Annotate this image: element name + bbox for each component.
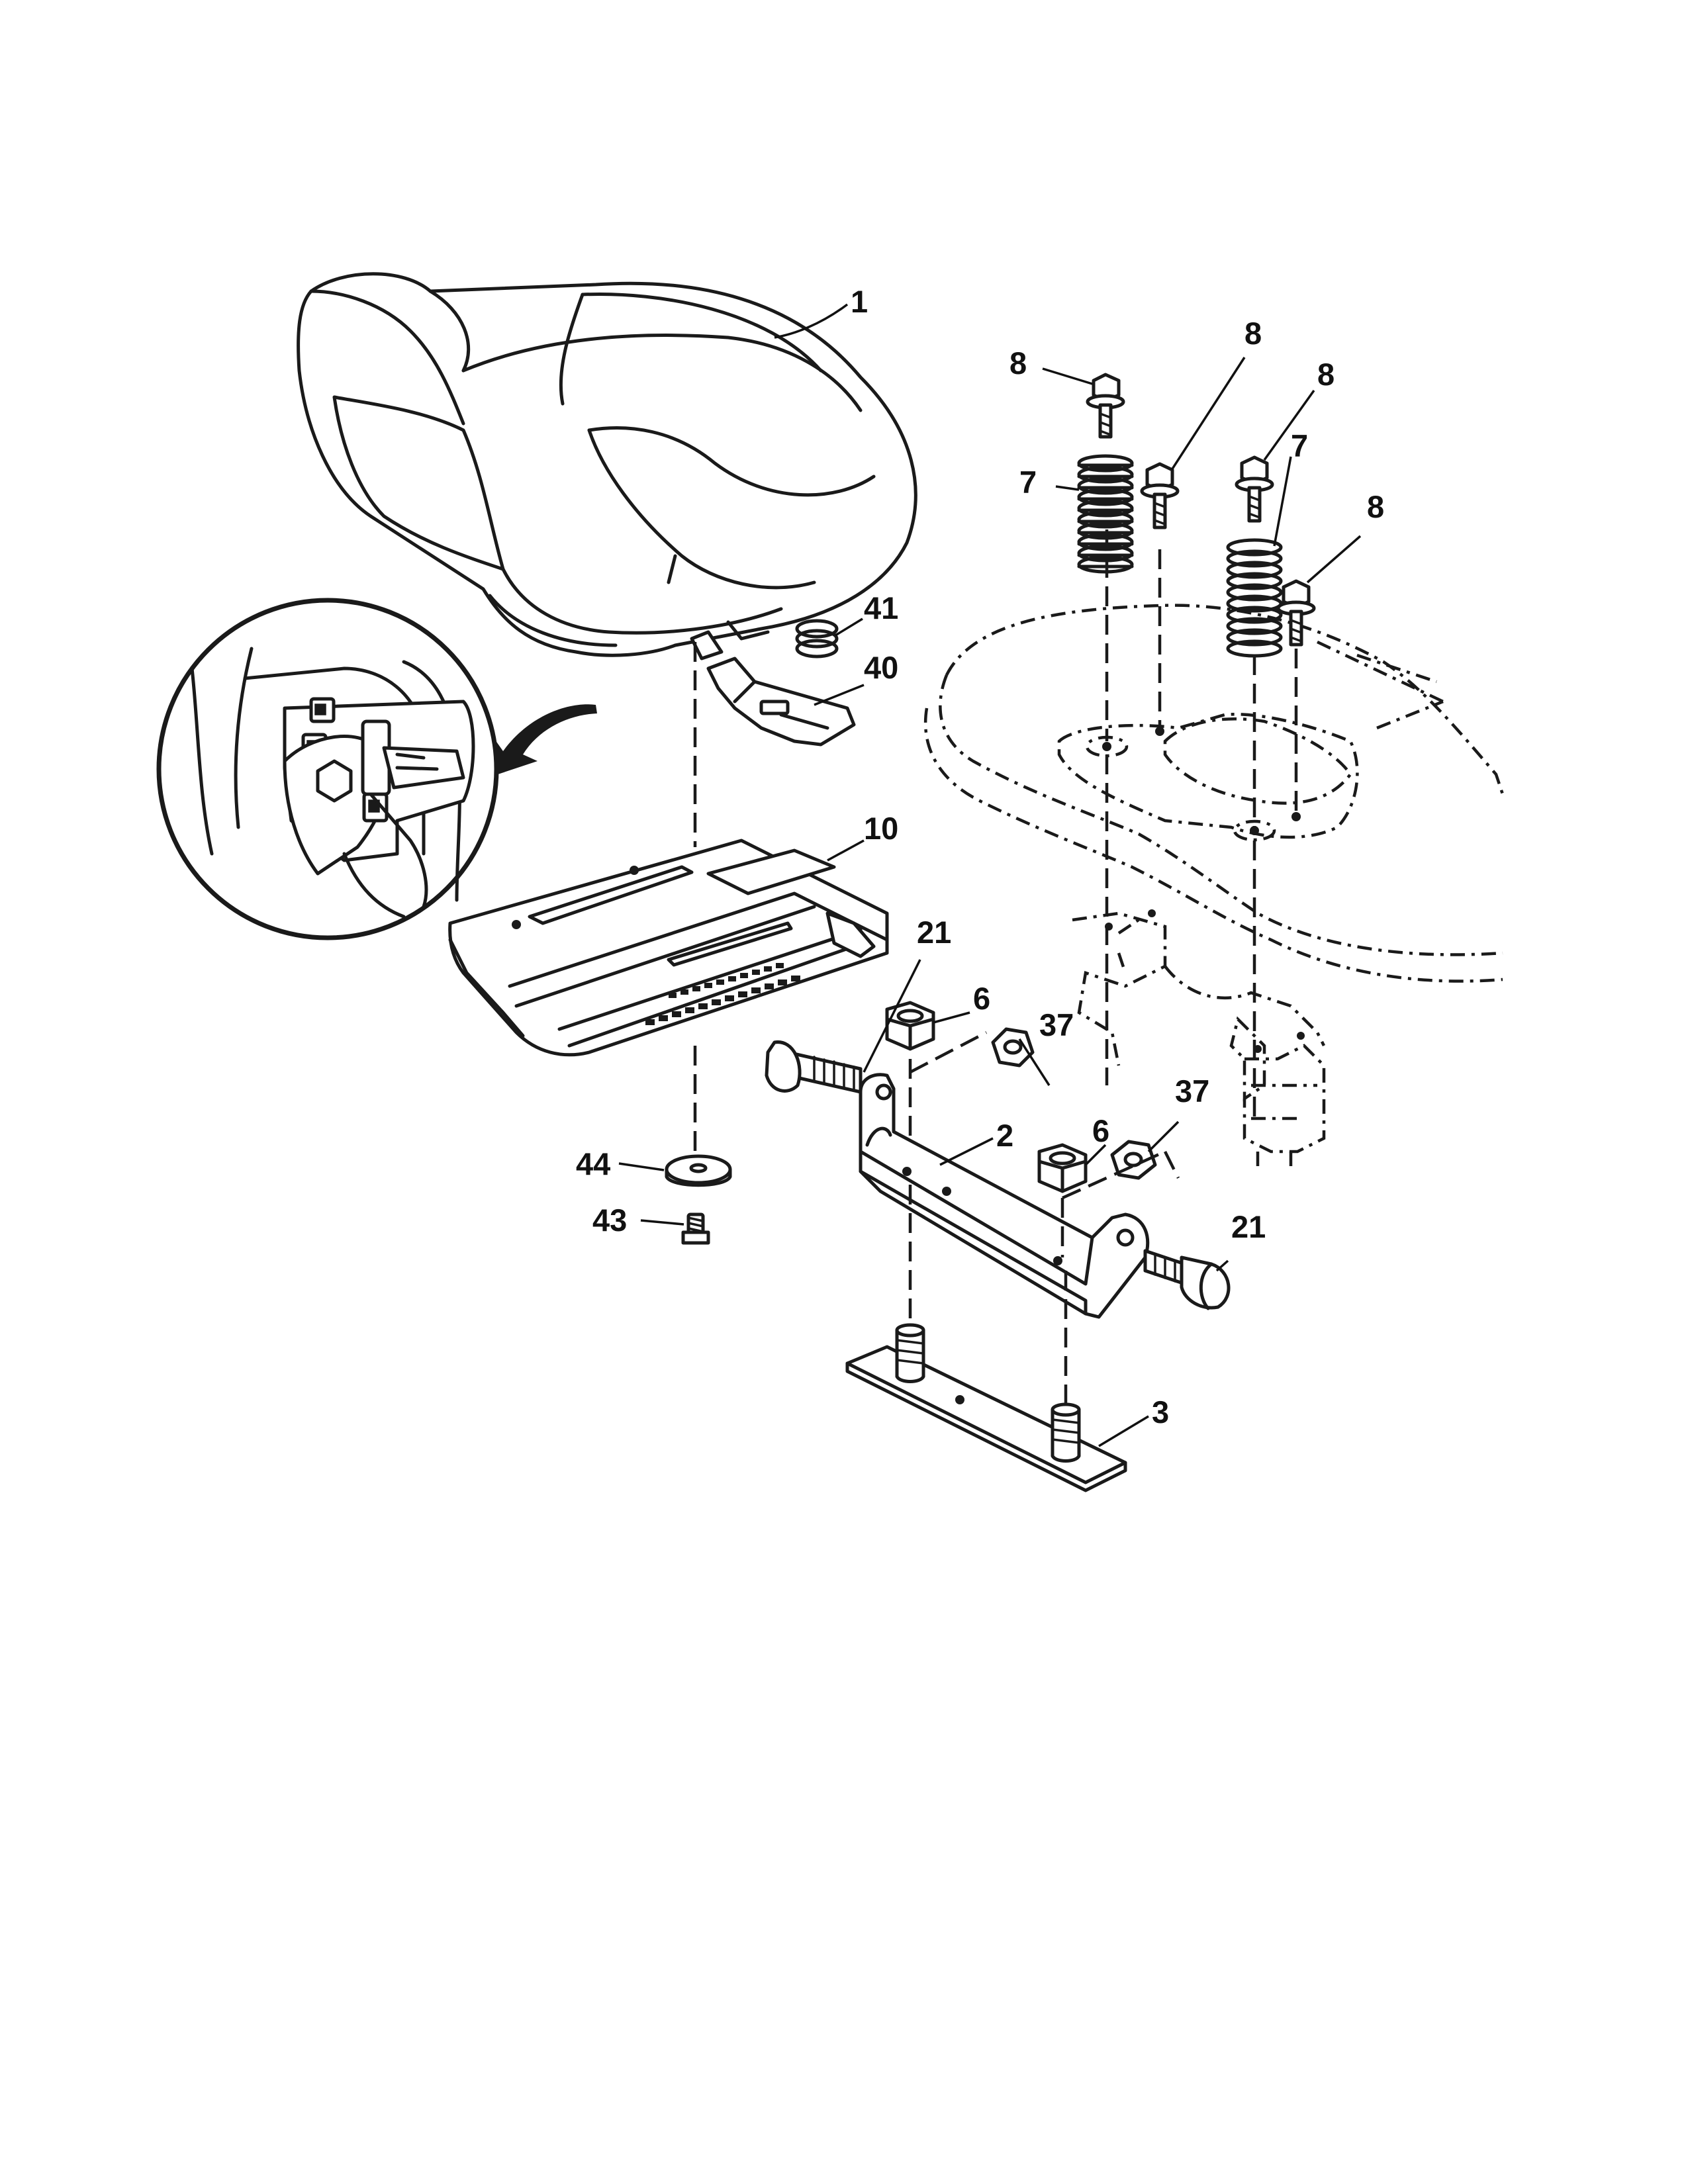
- locknut-a-part: [885, 1001, 935, 1051]
- bolt-d-part: [1276, 579, 1316, 647]
- callout-locknut-a: 6: [973, 981, 990, 1016]
- stud-plate-part: [845, 1323, 1127, 1492]
- callout-nut-a: 37: [1039, 1007, 1074, 1042]
- callout-labels: 1 2 3 6 6 7 7 8 8 8 8 10 21 21 37 37 40 …: [576, 284, 1384, 1430]
- locknut-b-part: [1037, 1143, 1088, 1193]
- callout-seat: 1: [851, 284, 868, 319]
- callout-leader-lines: [618, 303, 1362, 1447]
- washer-part: [665, 1154, 732, 1187]
- nut-b-part: [1110, 1140, 1157, 1180]
- callout-stud-plate: 3: [1152, 1394, 1169, 1430]
- bolt-b-part: [1140, 462, 1180, 529]
- callout-bolt-c: 8: [1317, 357, 1335, 392]
- pan-bracket-part: [859, 1073, 1150, 1319]
- shoulder-bolt-left-part: [765, 1040, 863, 1094]
- spring-left-part: [1077, 454, 1134, 574]
- seat-switch-detail-view: [156, 598, 597, 940]
- small-spring-part: [795, 619, 839, 659]
- callout-screw: 43: [592, 1203, 627, 1238]
- callout-pan-bracket: 2: [996, 1118, 1013, 1153]
- callout-spring-right: 7: [1291, 428, 1308, 463]
- tractor-chassis-outline: [923, 604, 1505, 1171]
- nut-a-part: [991, 1027, 1035, 1068]
- seat-part: [297, 272, 917, 660]
- callout-small-spring: 41: [864, 590, 898, 625]
- seat-pan-part: [448, 839, 889, 1057]
- callout-locknut-b: 6: [1092, 1113, 1109, 1148]
- screw-part: [681, 1212, 710, 1245]
- callout-seat-switch-clip: 40: [864, 650, 898, 685]
- bolt-a-part: [1086, 373, 1125, 439]
- callout-bolt-b: 8: [1244, 316, 1262, 351]
- spring-right-part: [1226, 538, 1283, 658]
- callout-spring-left: 7: [1019, 465, 1037, 500]
- callout-shoulder-bolt-a: 21: [917, 915, 951, 950]
- callout-shoulder-bolt-b: 21: [1231, 1209, 1266, 1244]
- callout-washer: 44: [576, 1146, 610, 1181]
- callout-nut-b: 37: [1175, 1073, 1209, 1109]
- bolt-c-part: [1235, 455, 1274, 523]
- seat-pan-adjust-slots: [645, 963, 800, 1025]
- callout-seat-pan: 10: [864, 811, 898, 846]
- seat-switch-clip-part: [706, 657, 856, 747]
- callout-bolt-d: 8: [1367, 489, 1384, 524]
- shoulder-bolt-right-part: [1143, 1249, 1231, 1310]
- callout-bolt-a: 8: [1009, 345, 1027, 381]
